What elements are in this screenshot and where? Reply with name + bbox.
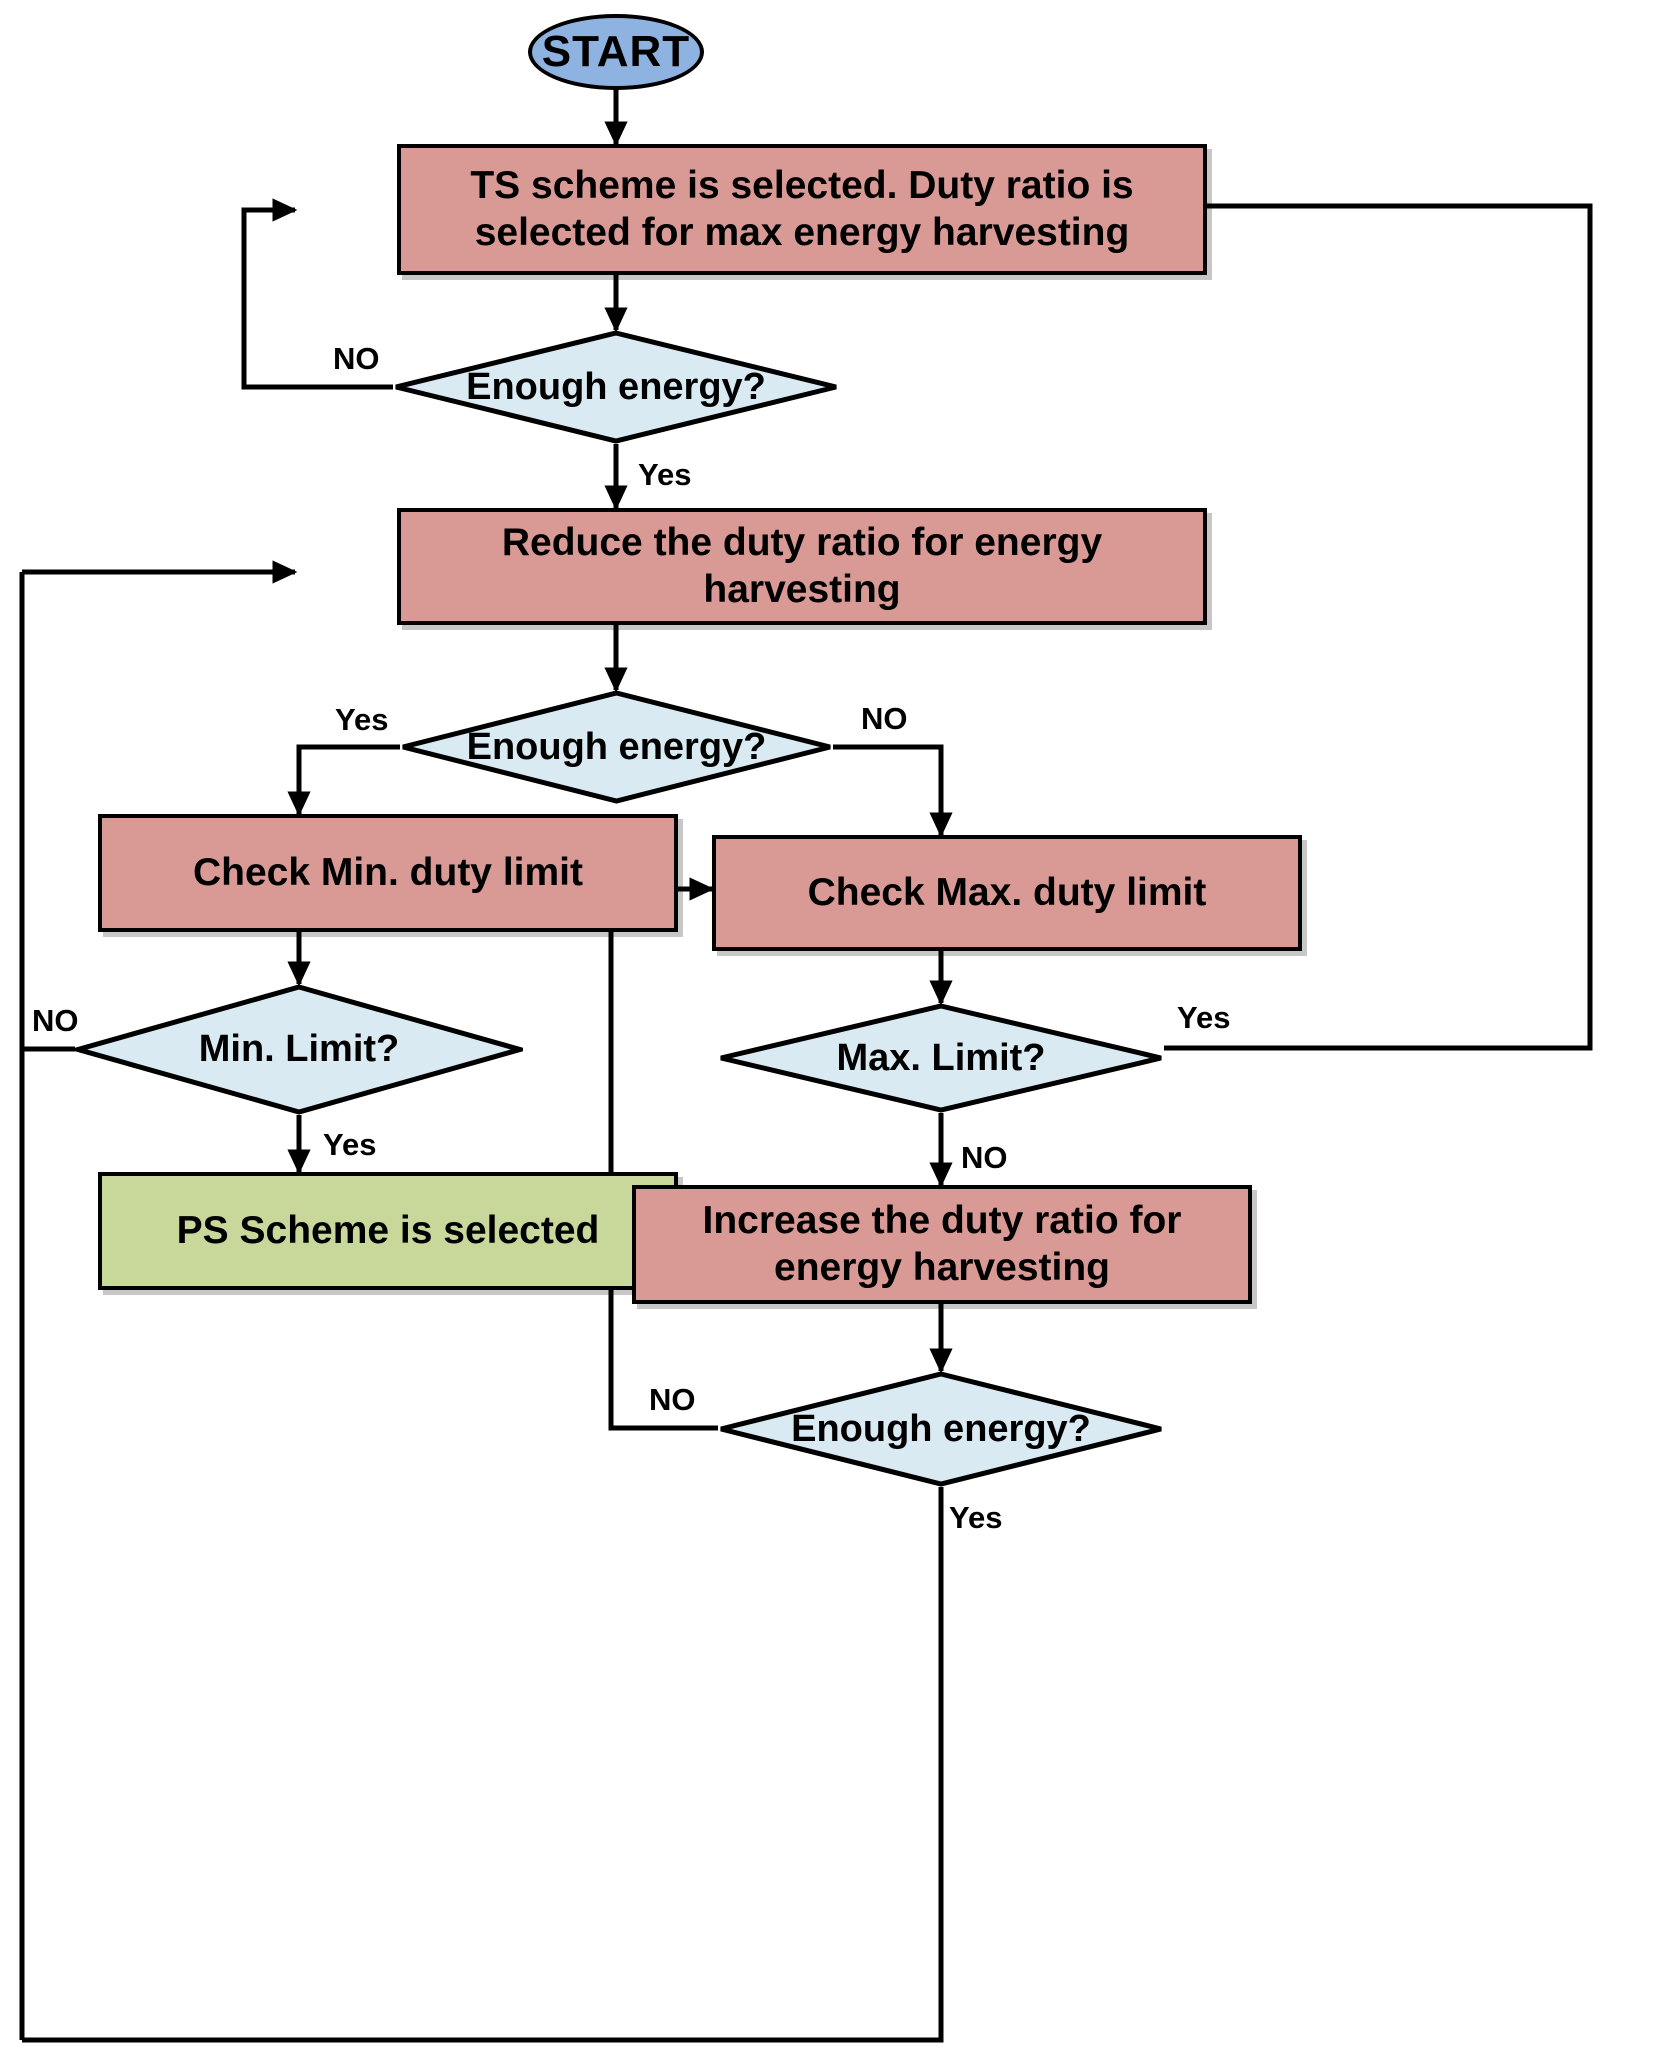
node-reduce-duty-label: Reduce the duty ratio for energy harvest…: [501, 521, 1103, 611]
edge-ee3-yes: [22, 1487, 944, 2043]
edge-label-ee2-no: NO: [861, 701, 908, 736]
node-enough-energy-3-label: Enough energy?: [791, 1407, 1091, 1450]
node-start-label: START: [541, 27, 691, 76]
edge-label-min-no: NO: [32, 1003, 79, 1038]
node-max-limit-label: Max. Limit?: [836, 1036, 1046, 1079]
node-increase-duty[interactable]: Increase the duty ratio for energy harve…: [632, 1185, 1252, 1304]
edge-ee2-no: [833, 744, 953, 838]
node-check-max-label: Check Max. duty limit: [807, 871, 1207, 914]
node-reduce-duty[interactable]: Reduce the duty ratio for energy harvest…: [397, 508, 1207, 625]
node-ts-scheme[interactable]: TS scheme is selected. Duty ratio is sel…: [397, 144, 1207, 275]
node-enough-energy-1-label: Enough energy?: [466, 365, 766, 408]
edge-label-ee1-no: NO: [333, 341, 380, 376]
edge-ee2-yes: [287, 744, 400, 817]
edge-label-ee1-yes: Yes: [638, 457, 692, 492]
edge-label-ee3-no: NO: [649, 1382, 696, 1417]
node-increase-duty-label: Increase the duty ratio for energy harve…: [702, 1199, 1182, 1289]
node-enough-energy-2-label: Enough energy?: [466, 725, 767, 768]
edge-label-max-no: NO: [961, 1140, 1008, 1175]
node-max-limit[interactable]: Max. Limit?: [718, 1003, 1164, 1113]
node-enough-energy-3[interactable]: Enough energy?: [718, 1371, 1164, 1487]
edge-label-ee3-yes: Yes: [949, 1500, 1003, 1535]
node-enough-energy-1[interactable]: Enough energy?: [393, 330, 839, 444]
edge-label-ee2-yes: Yes: [335, 702, 389, 737]
edge-label-max-yes: Yes: [1177, 1000, 1231, 1035]
node-enough-energy-2[interactable]: Enough energy?: [400, 690, 833, 804]
node-start[interactable]: START: [528, 14, 704, 90]
node-ts-scheme-label: TS scheme is selected. Duty ratio is sel…: [470, 164, 1134, 254]
edge-ee3-no: [608, 877, 718, 1431]
node-min-limit-label: Min. Limit?: [198, 1028, 400, 1070]
node-ps-scheme-label: PS Scheme is selected: [176, 1209, 600, 1252]
node-check-min[interactable]: Check Min. duty limit: [98, 814, 678, 932]
node-check-max[interactable]: Check Max. duty limit: [712, 835, 1302, 951]
node-check-min-label: Check Min. duty limit: [192, 851, 584, 894]
edge-label-min-yes: Yes: [323, 1127, 377, 1162]
node-ps-scheme[interactable]: PS Scheme is selected: [98, 1172, 678, 1290]
node-min-limit[interactable]: Min. Limit?: [75, 984, 523, 1115]
